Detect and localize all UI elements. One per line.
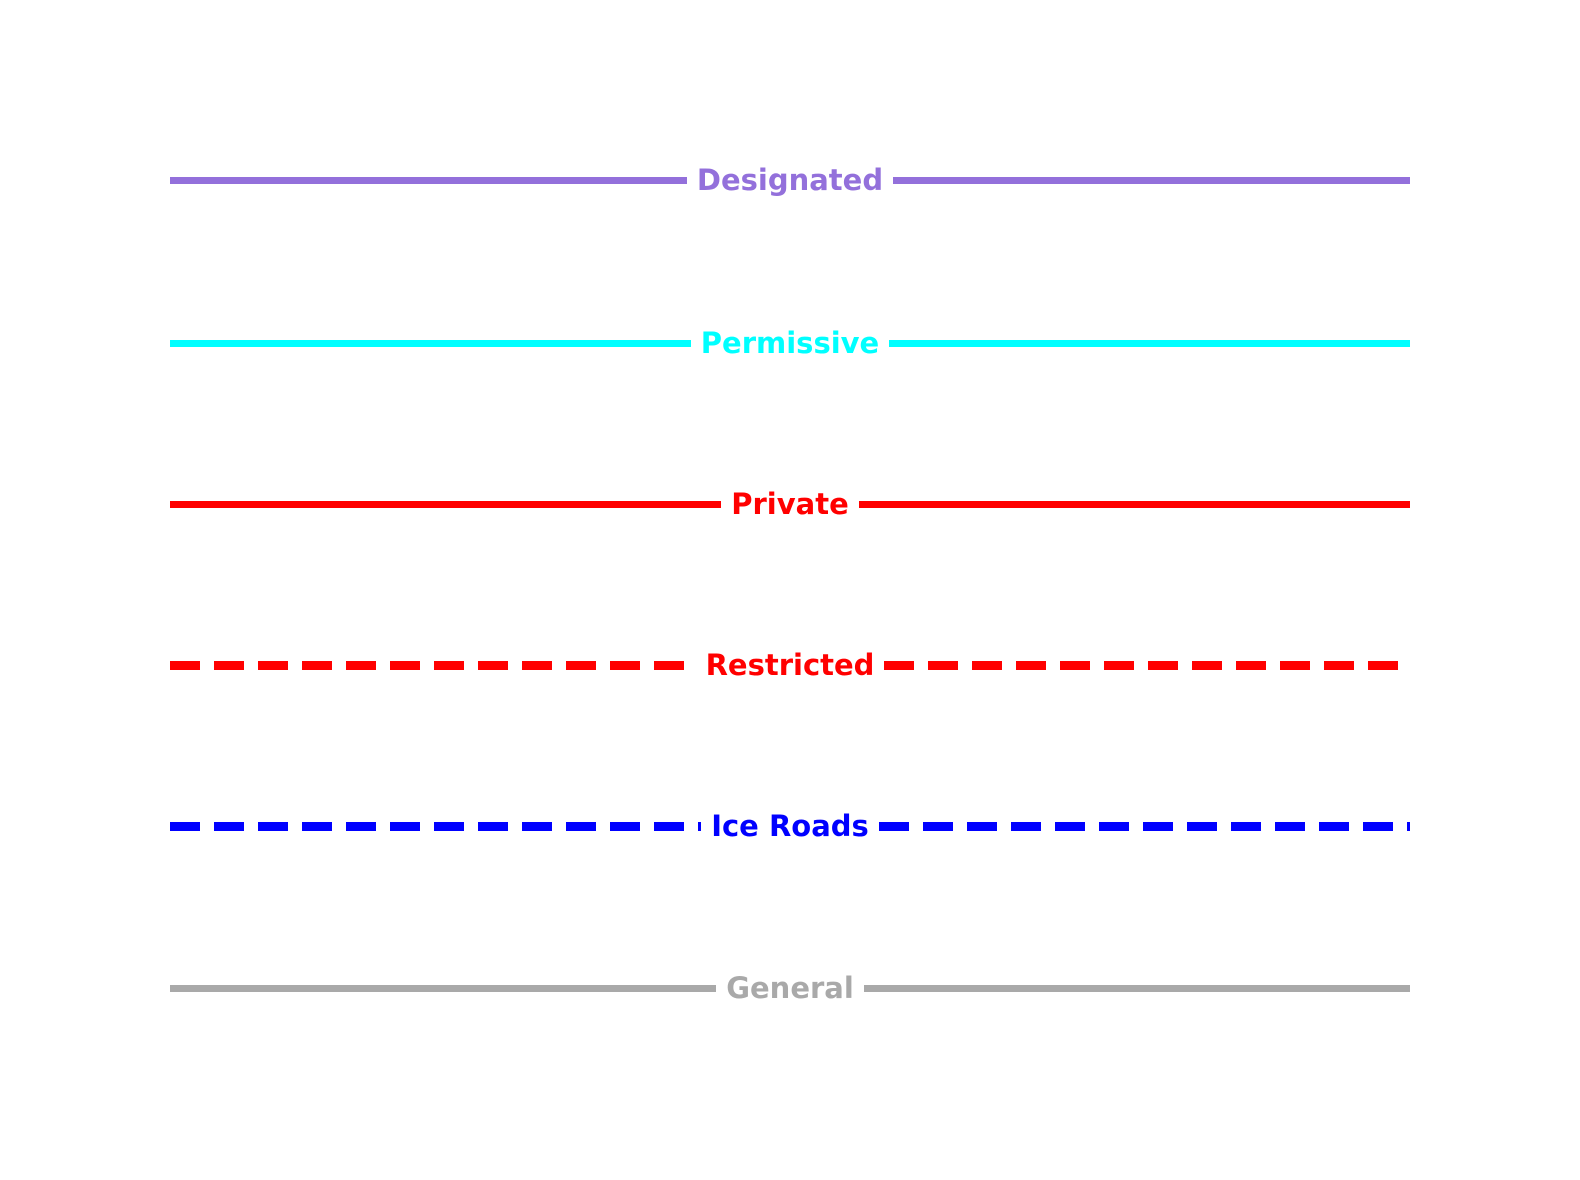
legend-line-right: [889, 339, 1411, 347]
legend-line-right: [858, 500, 1411, 508]
legend-line-left: [170, 176, 687, 184]
legend-row-general: General: [170, 966, 1411, 1010]
legend-line-left: [170, 821, 702, 831]
legend-line-right: [884, 660, 1411, 670]
legend-label-designated: Designated: [696, 162, 884, 197]
legend-label-general: General: [726, 970, 854, 1005]
legend-row-designated: Designated: [170, 158, 1410, 202]
legend-line-left: [170, 339, 691, 347]
legend-label-restricted: Restricted: [705, 647, 875, 682]
legend-label-private: Private: [731, 486, 849, 521]
legend-line-right: [878, 821, 1410, 831]
legend-line-left: [170, 500, 722, 508]
legend-line-left: [170, 984, 717, 992]
legend-line-left: [170, 660, 696, 670]
legend-label-ice-roads: Ice Roads: [711, 808, 869, 843]
legend-row-restricted: Restricted: [170, 643, 1411, 687]
legend-row-permissive: Permissive: [170, 321, 1411, 365]
legend-line-right: [893, 176, 1410, 184]
legend-label-permissive: Permissive: [700, 325, 880, 360]
legend-row-ice-roads: Ice Roads: [170, 804, 1410, 848]
legend-line-right: [863, 984, 1411, 992]
legend-row-private: Private: [170, 482, 1411, 526]
